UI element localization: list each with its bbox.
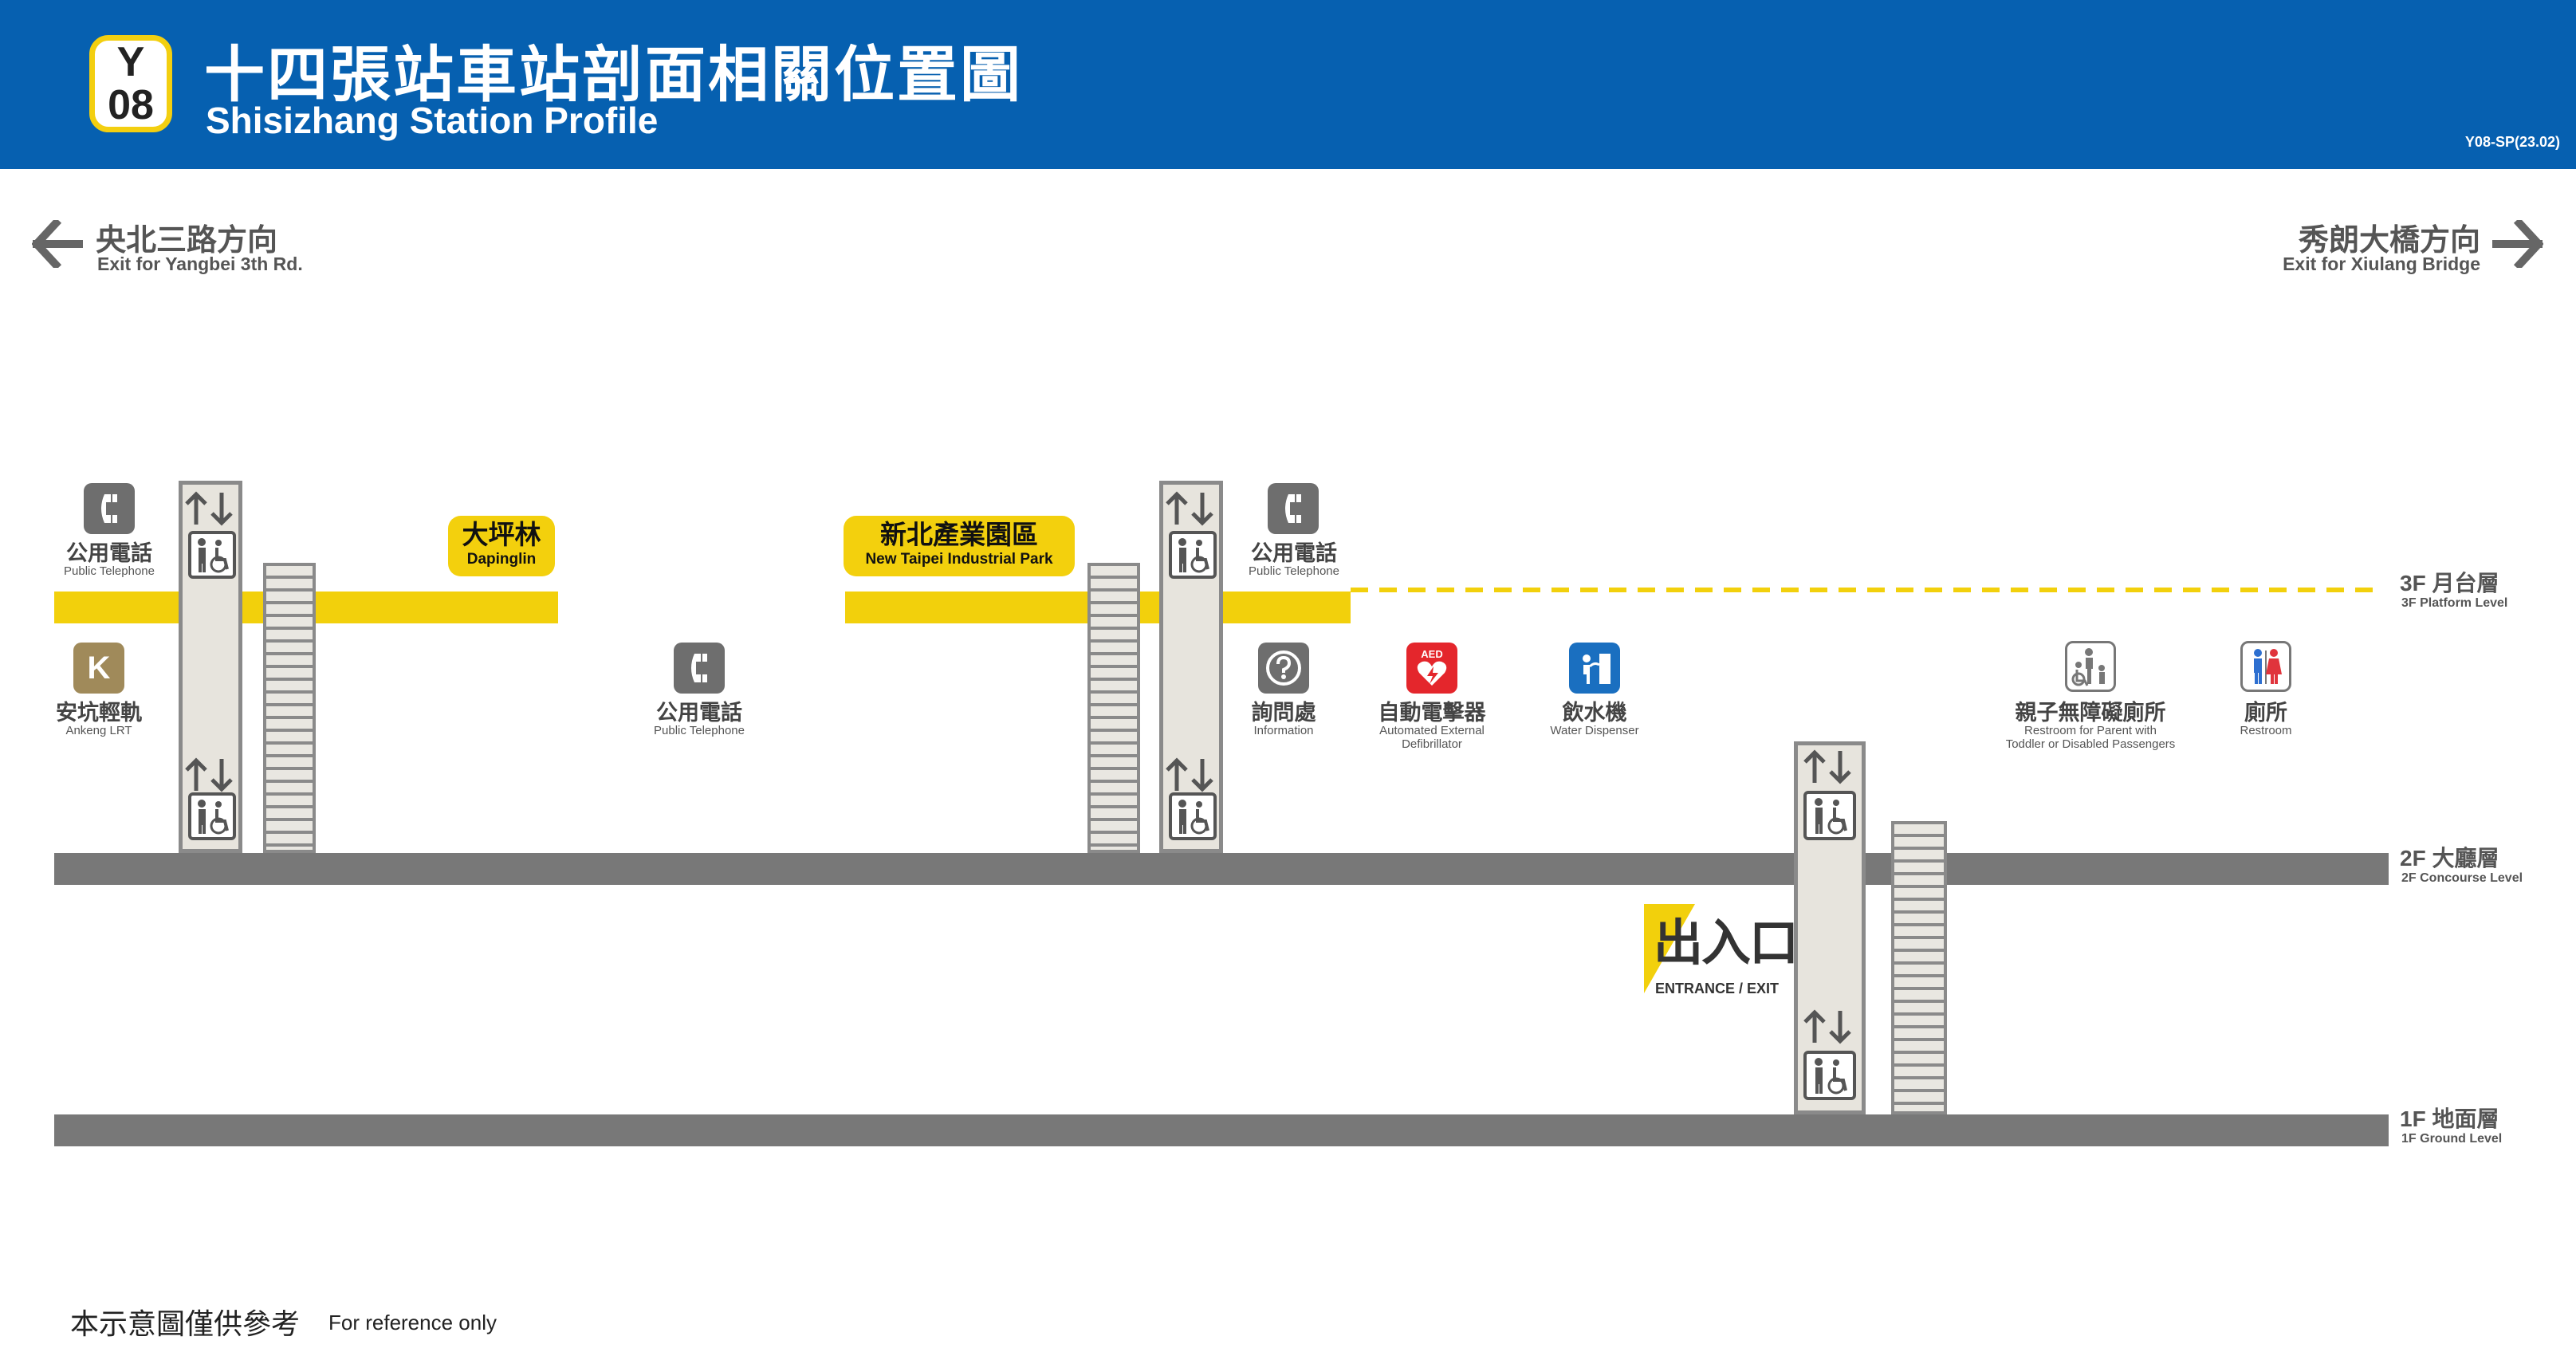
- aed-icon: AED: [1406, 643, 1457, 694]
- aed-badge: AED: [1421, 648, 1443, 660]
- platform-tag-zh: 新北產業園區: [880, 520, 1038, 549]
- level-2f-en: 2F Concourse Level: [2401, 871, 2523, 885]
- accessible-elevator-icon: [1169, 792, 1217, 840]
- level-3f-zh: 3F 月台層: [2400, 571, 2499, 595]
- info-icon: [1258, 643, 1309, 694]
- family-restroom-zh: 親子無障礙廁所: [2015, 701, 2166, 725]
- up-down-arrows-icon: [185, 491, 233, 526]
- phone-platform-right-en: Public Telephone: [1249, 564, 1339, 578]
- restroom-icon: [2240, 641, 2291, 692]
- platform-tag-en: New Taipei Industrial Park: [865, 551, 1053, 568]
- information-zh: 詢問處: [1251, 701, 1316, 725]
- disclaimer-zh: 本示意圖僅供參考: [70, 1307, 301, 1340]
- arrow-left-icon: [32, 220, 83, 268]
- level-2f-zh: 2F 大廳層: [2400, 846, 2499, 871]
- accessible-elevator-icon: [1803, 1051, 1856, 1100]
- lrt-icon: K: [73, 643, 124, 694]
- arrow-right-icon: [2492, 220, 2543, 268]
- accessible-elevator-icon: [1169, 531, 1217, 579]
- direction-right-zh: 秀朗大橋方向: [2298, 224, 2480, 257]
- platform-tag-industrial-park: 新北產業園區 New Taipei Industrial Park: [844, 516, 1075, 576]
- phone-concourse-zh: 公用電話: [656, 701, 742, 725]
- page-title: 十四張站車站剖面相關位置圖: [204, 41, 1023, 109]
- aed-en-line2: Defibrillator: [1402, 737, 1462, 751]
- direction-left-zh: 央北三路方向: [96, 224, 278, 257]
- page-subtitle: Shisizhang Station Profile: [206, 100, 659, 141]
- phone-platform-right-zh: 公用電話: [1251, 541, 1337, 565]
- escalator-center: [1087, 563, 1140, 853]
- accessible-elevator-icon: [188, 531, 236, 579]
- document-reference: Y08-SP(23.02): [2464, 134, 2560, 150]
- disclaimer-en: For reference only: [328, 1311, 497, 1334]
- aed-zh: 自動電擊器: [1378, 701, 1486, 725]
- direction-right-en: Exit for Xiulang Bridge: [2283, 254, 2480, 274]
- platform-tag-dapinglin: 大坪林 Dapinglin: [448, 516, 555, 576]
- phone-platform-left-zh: 公用電話: [66, 541, 152, 565]
- up-down-arrows-icon: [1803, 749, 1851, 784]
- exit-sign-en: ENTRANCE / EXIT: [1655, 981, 1780, 996]
- exit-sign-zh: 出入口: [1654, 916, 1799, 971]
- accessible-elevator-icon: [188, 792, 236, 840]
- water-dispenser-icon: [1569, 643, 1620, 694]
- phone-icon: [1268, 483, 1319, 534]
- platform-tag-en: Dapinglin: [466, 551, 537, 568]
- station-code-badge: Y 08: [89, 35, 172, 132]
- accessible-elevator-icon: [1803, 791, 1856, 840]
- phone-platform-left-en: Public Telephone: [64, 564, 155, 578]
- ground-floor: [54, 1114, 2389, 1146]
- platform-tag-zh: 大坪林: [462, 520, 541, 549]
- water-dispenser-en: Water Dispenser: [1550, 724, 1639, 737]
- water-dispenser-zh: 飲水機: [1562, 701, 1627, 725]
- line-code: Y: [116, 39, 145, 85]
- restroom-en: Restroom: [2240, 724, 2292, 737]
- level-1f-en: 1F Ground Level: [2401, 1132, 2503, 1146]
- level-1f-zh: 1F 地面層: [2400, 1106, 2499, 1131]
- escalator-exit: [1891, 821, 1947, 1114]
- platform-dashed-line: [1351, 588, 2384, 592]
- direction-left-en: Exit for Yangbei 3th Rd.: [97, 254, 303, 274]
- up-down-arrows-icon: [1803, 1009, 1851, 1044]
- exit-sign-marker: [1644, 904, 1695, 993]
- family-restroom-en-line2: Toddler or Disabled Passengers: [2005, 737, 2176, 751]
- station-number: 08: [108, 82, 154, 128]
- aed-en-line1: Automated External: [1379, 724, 1485, 737]
- phone-icon: [674, 643, 725, 694]
- concourse-floor: [54, 853, 2389, 885]
- phone-concourse-en: Public Telephone: [654, 724, 745, 737]
- family-restroom-icon: [2065, 641, 2116, 692]
- header-bar: [0, 0, 2576, 169]
- family-restroom-en-line1: Restroom for Parent with: [2024, 724, 2157, 737]
- up-down-arrows-icon: [1166, 491, 1213, 526]
- escalator-left: [263, 563, 316, 853]
- ankeng-lrt-zh: 安坑輕軌: [56, 701, 142, 725]
- restroom-zh: 廁所: [2244, 701, 2287, 725]
- level-3f-en: 3F Platform Level: [2401, 596, 2508, 610]
- up-down-arrows-icon: [185, 757, 233, 792]
- up-down-arrows-icon: [1166, 757, 1213, 792]
- ankeng-lrt-en: Ankeng LRT: [65, 724, 132, 737]
- information-en: Information: [1253, 724, 1314, 737]
- phone-icon: [84, 483, 135, 534]
